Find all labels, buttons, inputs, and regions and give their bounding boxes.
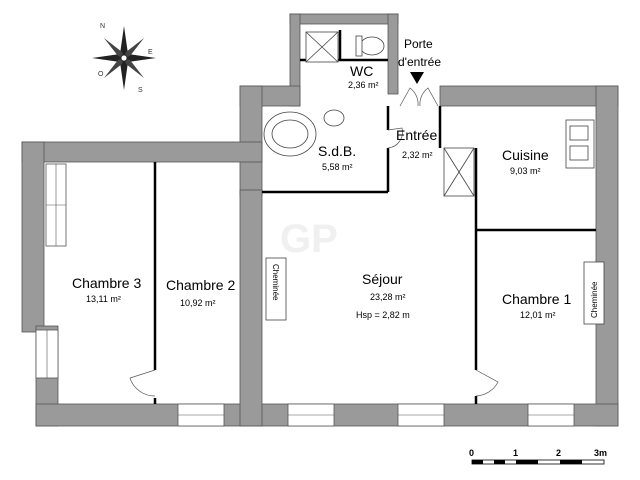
wall-top-left	[21, 141, 263, 163]
wall-right	[595, 85, 619, 427]
scale-tick-3: 3m	[594, 448, 607, 458]
sink-sdb-icon	[323, 109, 345, 127]
window-lines	[46, 164, 574, 416]
room-sdb-area: 5,58 m²	[322, 162, 353, 172]
compass-o: O	[98, 71, 104, 78]
room-chambre2-area: 10,92 m²	[180, 298, 216, 308]
room-sejour-area: 23,28 m²	[370, 292, 406, 302]
door-sdb	[387, 127, 403, 149]
room-sejour-name: Séjour	[362, 271, 403, 287]
doors	[129, 87, 499, 397]
fireplace-chambre1-label: Cheminée	[590, 281, 599, 318]
partitions	[153, 30, 596, 404]
room-chambre2-name: Chambre 2	[166, 277, 235, 293]
room-wc-area: 2,36 m²	[348, 80, 379, 90]
room-entree-name: Entrée	[396, 127, 437, 143]
wall-top-right	[439, 85, 619, 107]
compass-rose-icon: N E S O	[92, 23, 156, 94]
room-wc-name: WC	[350, 63, 373, 79]
room-sdb-name: S.d.B.	[318, 143, 356, 159]
wall-left-upper	[21, 141, 45, 333]
wall-wc-top	[289, 13, 399, 25]
toilet-icon	[359, 36, 385, 56]
entrance-arrow-icon	[410, 72, 424, 84]
room-chambre1-area: 12,01 m²	[520, 310, 556, 320]
fireplace-sejour-label: Cheminée	[271, 264, 280, 301]
wall-wc-right	[387, 13, 399, 95]
fireplace-chambre1	[583, 261, 605, 325]
scale-tick-2: 2	[556, 448, 561, 458]
compass-s: S	[138, 87, 143, 94]
room-chambre3-name: Chambre 3	[72, 275, 141, 291]
room-chambre1-name: Chambre 1	[502, 291, 571, 307]
door-chambre2	[129, 369, 156, 397]
room-chambre3-area: 13,11 m²	[86, 294, 121, 304]
room-entree-area: 2,32 m²	[402, 150, 433, 160]
scale-tick-0: 0	[469, 448, 474, 458]
compass-n: N	[100, 23, 105, 30]
watermark: GP	[280, 217, 338, 261]
entrance-label-line2: d'entrée	[398, 55, 441, 69]
fireplace-sejour	[265, 257, 287, 321]
door-chambre1	[475, 369, 499, 397]
scale-bar: 0 1 2 3m	[469, 448, 607, 465]
wall-interior	[239, 189, 263, 427]
fixtures	[263, 31, 605, 325]
room-cuisine-name: Cuisine	[502, 147, 549, 163]
room-sejour-height: Hsp = 2,82 m	[356, 310, 410, 320]
room-cuisine-area: 9,03 m²	[510, 166, 541, 176]
entrance-label-line1: Porte	[404, 37, 433, 51]
compass-e: E	[148, 49, 153, 56]
wall-sdb-left	[239, 85, 263, 197]
door-entree	[399, 87, 439, 107]
scale-tick-1: 1	[513, 448, 518, 458]
